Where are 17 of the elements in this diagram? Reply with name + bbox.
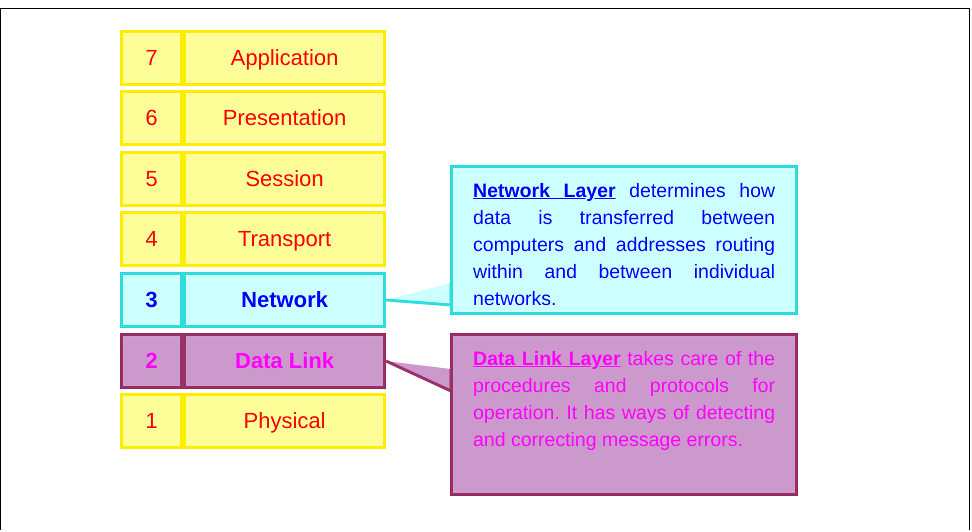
layer-name: Session — [183, 151, 386, 207]
layer-number: 7 — [120, 30, 183, 86]
layer-number: 2 — [120, 333, 183, 389]
layer-name: Network — [183, 272, 386, 328]
layer-name: Physical — [183, 393, 386, 449]
callout-box — [450, 333, 798, 496]
callout-box — [450, 165, 798, 315]
layer-number: 5 — [120, 151, 183, 207]
callout-text: Data Link Layer takes care of the procedures and protocols for operation. It has ways of detecting and correcting message errors. — [473, 347, 775, 453]
layer-number: 6 — [120, 90, 183, 146]
layer-name: Application — [183, 30, 386, 86]
layer-number: 1 — [120, 393, 183, 449]
layer-number: 3 — [120, 272, 183, 328]
layer-number: 4 — [120, 211, 183, 267]
layer-name: Presentation — [183, 90, 386, 146]
callout-text: Network Layer determines how data is transferred between computers and addresses routing within and between individual networks. — [473, 179, 775, 312]
layer-name: Transport — [183, 211, 386, 267]
